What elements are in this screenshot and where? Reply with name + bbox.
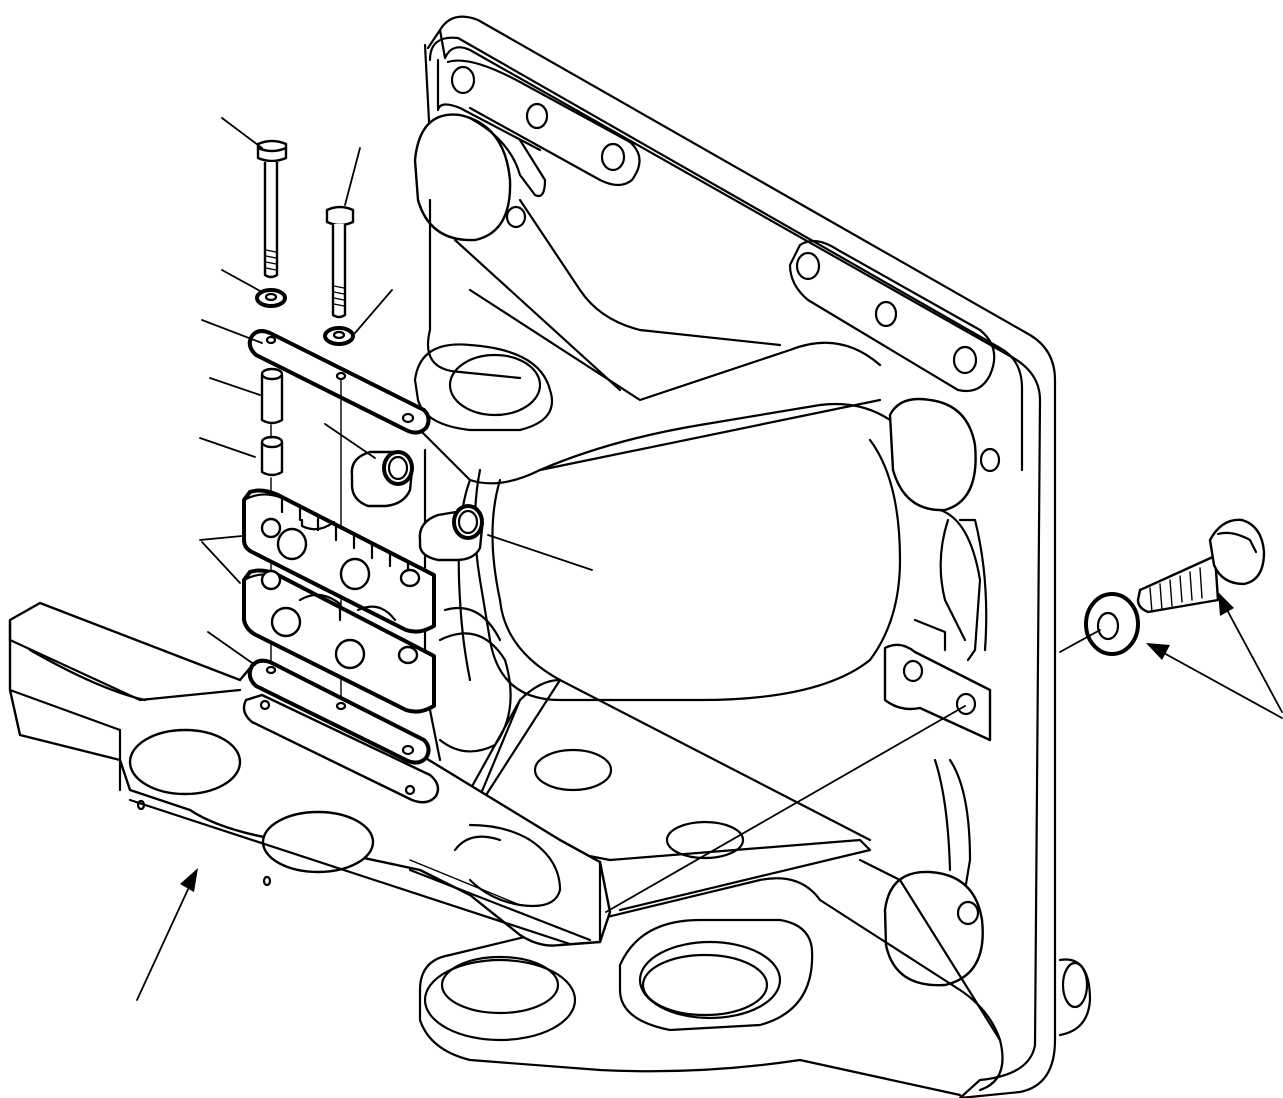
long-bolt xyxy=(256,139,288,279)
washer-upper-left xyxy=(255,288,287,308)
arrow-side-1-head xyxy=(1146,643,1170,660)
clamp-assembly xyxy=(242,139,484,765)
lower-strap-plate xyxy=(247,658,431,765)
arrow-side-2-shaft xyxy=(1225,607,1283,713)
arrow-beam-shaft xyxy=(136,884,191,1001)
spacer-short xyxy=(260,435,284,477)
spacer-long xyxy=(260,367,284,425)
upper-clamp-block xyxy=(242,488,436,634)
side-bolt xyxy=(1136,518,1266,614)
side-washer xyxy=(1084,592,1140,656)
arrow-side-1-shaft xyxy=(1161,651,1283,719)
lower-clamp-block xyxy=(242,568,436,714)
tube-fitting-2 xyxy=(418,504,484,562)
upper-strap-plate xyxy=(247,329,431,435)
transverse-beam xyxy=(8,601,612,947)
side-bolt-assembly xyxy=(1084,518,1266,656)
pointer-arrows xyxy=(136,592,1283,1001)
tube-fitting-1 xyxy=(350,450,414,508)
arrow-beam-head xyxy=(180,868,198,892)
arrow-side-2-head xyxy=(1218,592,1234,616)
short-bolt xyxy=(325,205,355,319)
leader-lines xyxy=(199,117,1101,913)
washer-upper-right xyxy=(323,326,355,346)
main-frame xyxy=(413,15,1092,1098)
